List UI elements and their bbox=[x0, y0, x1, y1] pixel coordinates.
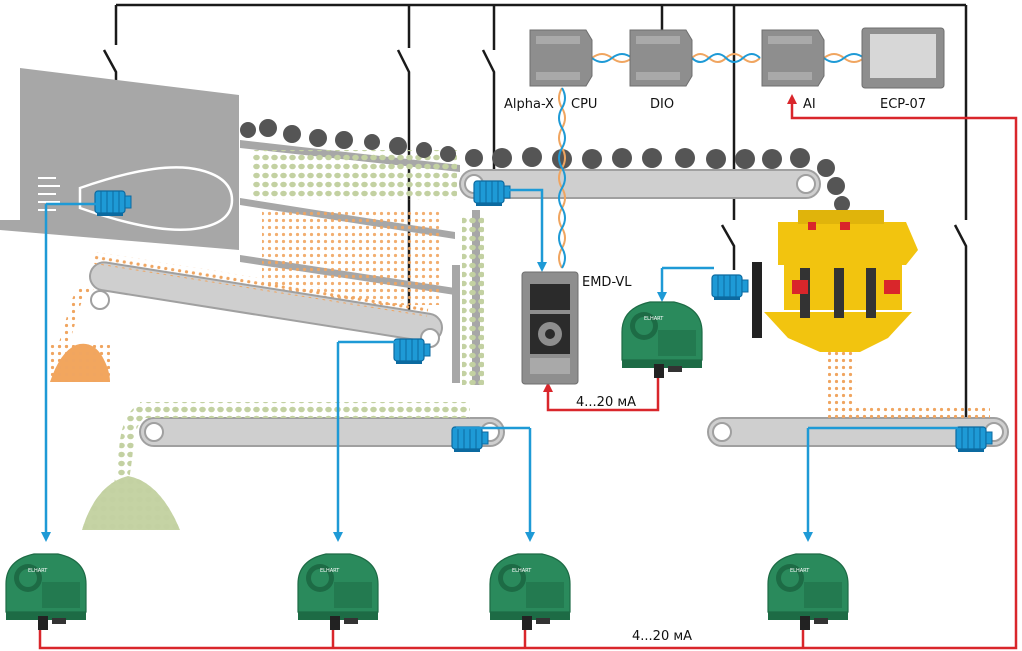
coal-stream-top bbox=[240, 119, 857, 225]
label-cpu: CPU bbox=[571, 97, 597, 112]
sensor-brand-1: ELHART bbox=[28, 568, 48, 574]
sensor-brand-2: ELHART bbox=[320, 568, 340, 574]
current-sensor-4 bbox=[767, 553, 849, 631]
plc-dio-module bbox=[629, 29, 693, 87]
motor-conveyor-out bbox=[955, 426, 993, 453]
label-signal-bottom: 4...20 мА bbox=[632, 629, 692, 644]
current-sensor-vfd bbox=[621, 301, 703, 379]
sensor-brand-4: ELHART bbox=[790, 568, 810, 574]
label-signal-top: 4...20 мА bbox=[576, 395, 636, 410]
motor-cable-arrows bbox=[41, 262, 813, 542]
plc-cpu-module bbox=[529, 29, 593, 87]
signal-cable-arrows bbox=[543, 94, 797, 392]
label-vfd: EMD-VL bbox=[582, 275, 632, 290]
feed-hopper bbox=[0, 68, 239, 250]
plc-ai-module bbox=[761, 29, 825, 87]
vibrating-screen bbox=[240, 140, 484, 385]
motor-cables bbox=[44, 188, 958, 535]
current-sensor-3 bbox=[489, 553, 571, 631]
frequency-drive-icon bbox=[521, 271, 579, 385]
label-ai: AI bbox=[803, 97, 816, 112]
label-dio: DIO bbox=[650, 97, 674, 112]
rock-pile bbox=[82, 476, 180, 530]
sand-pile bbox=[50, 343, 110, 382]
conveyor-crusher-out bbox=[707, 350, 1009, 447]
motor-crusher bbox=[711, 274, 749, 301]
cone-crusher bbox=[752, 210, 918, 352]
conveyor-fines bbox=[57, 251, 443, 352]
signal-cables bbox=[38, 100, 1018, 650]
hmi-panel-icon bbox=[861, 27, 945, 89]
current-sensor-1 bbox=[5, 553, 87, 631]
conveyor-rocks bbox=[113, 402, 505, 492]
current-sensor-2 bbox=[297, 553, 379, 631]
label-hmi: ECP-07 bbox=[880, 97, 926, 112]
label-alpha-x: Alpha-X bbox=[504, 97, 554, 112]
sensor-brand-5: ELHART bbox=[644, 316, 664, 322]
fieldbus bbox=[558, 53, 865, 269]
conveyor-top bbox=[459, 169, 821, 199]
sensor-brand-3: ELHART bbox=[512, 568, 532, 574]
